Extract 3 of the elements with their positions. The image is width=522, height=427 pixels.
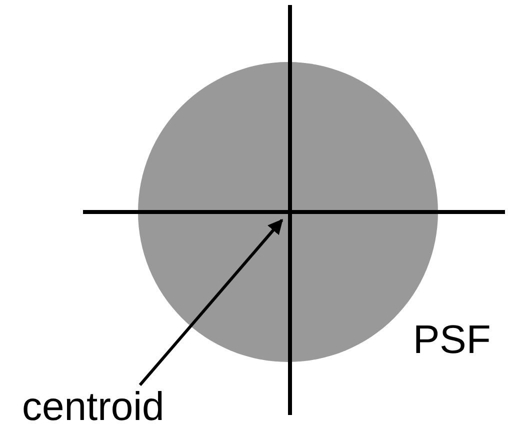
leader-line [138, 218, 284, 386]
callout-label: centroid [22, 385, 164, 427]
label: PSF [413, 318, 491, 362]
